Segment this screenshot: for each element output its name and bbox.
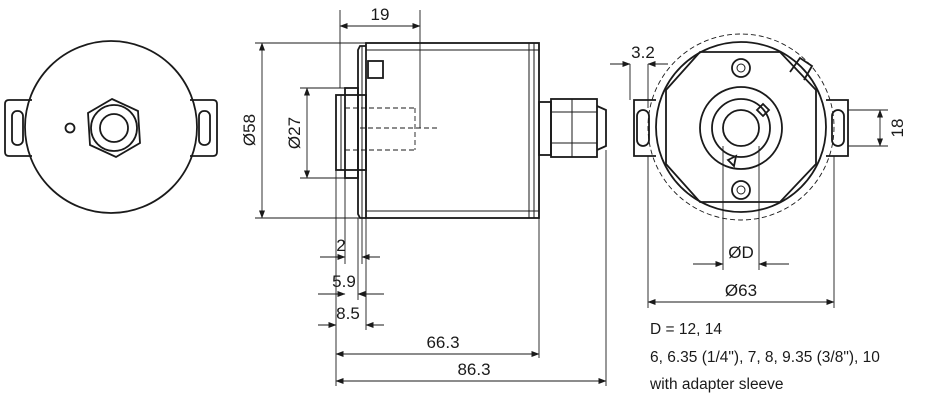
front-right-tab	[826, 99, 849, 157]
front-housing-outline	[655, 41, 827, 213]
side-gland-base	[538, 101, 552, 156]
front-upper-hole	[731, 58, 751, 78]
dim-19-label: 19	[371, 5, 390, 24]
cable-gland-hex-nut	[87, 97, 141, 159]
dim-66-3-label: 66.3	[426, 333, 459, 352]
dim-8-5-label: 8.5	[336, 304, 360, 323]
note-adapter-sizes: 6, 6.35 (1/4"), 7, 8, 9.35 (3/8"), 10	[650, 349, 880, 366]
dim-dia27-label: Ø27	[285, 117, 304, 149]
dim-86-3-label: 86.3	[457, 360, 490, 379]
dim-5-9-label: 5.9	[332, 272, 356, 291]
side-gland-cap	[596, 105, 607, 151]
side-fixing-tab	[367, 60, 384, 79]
side-shaft-sleeve	[335, 94, 367, 171]
dim-dia63-label: Ø63	[725, 281, 757, 300]
rear-left-lug-slot	[11, 110, 24, 146]
dim-18-label: 18	[888, 119, 907, 138]
front-hub-outer	[699, 86, 783, 170]
front-index-mark	[726, 154, 738, 168]
front-cable-entry	[789, 56, 814, 81]
dim-dia58-label: Ø58	[240, 114, 259, 146]
front-left-tab	[633, 99, 656, 157]
dim-3-2-label: 3.2	[631, 43, 655, 62]
side-gland-hex	[550, 98, 598, 158]
rear-left-lug	[4, 99, 32, 157]
front-view: 3.2 18 ØD Ø63	[610, 33, 907, 308]
cable-gland-ring	[90, 104, 138, 152]
rear-right-lug-slot	[198, 110, 211, 146]
rear-housing-outline	[24, 40, 198, 214]
side-view: 19 Ø58 Ø27 2 5.9 8.5 66.3 86.3	[240, 5, 607, 386]
front-left-slot	[636, 109, 650, 147]
side-main-body	[365, 42, 540, 219]
dim-2-label: 2	[336, 236, 345, 255]
front-lower-hole	[731, 180, 751, 200]
cable-gland-bore	[99, 113, 129, 143]
note-adapter-sleeve: with adapter sleeve	[650, 376, 784, 393]
front-hub-inner	[711, 98, 771, 158]
front-mounting-circle	[647, 33, 835, 221]
front-right-slot	[831, 109, 845, 147]
rear-right-lug	[190, 99, 218, 157]
rear-view	[4, 40, 218, 214]
side-shaft-collar	[344, 87, 359, 179]
front-flange	[665, 51, 817, 203]
note-shaft-sizes: D = 12, 14	[650, 321, 722, 338]
front-clamp-screw	[755, 102, 771, 118]
rear-mount-hole	[64, 122, 76, 134]
front-shaft-bore	[722, 109, 760, 147]
dim-dia-d-label: ØD	[728, 243, 754, 262]
